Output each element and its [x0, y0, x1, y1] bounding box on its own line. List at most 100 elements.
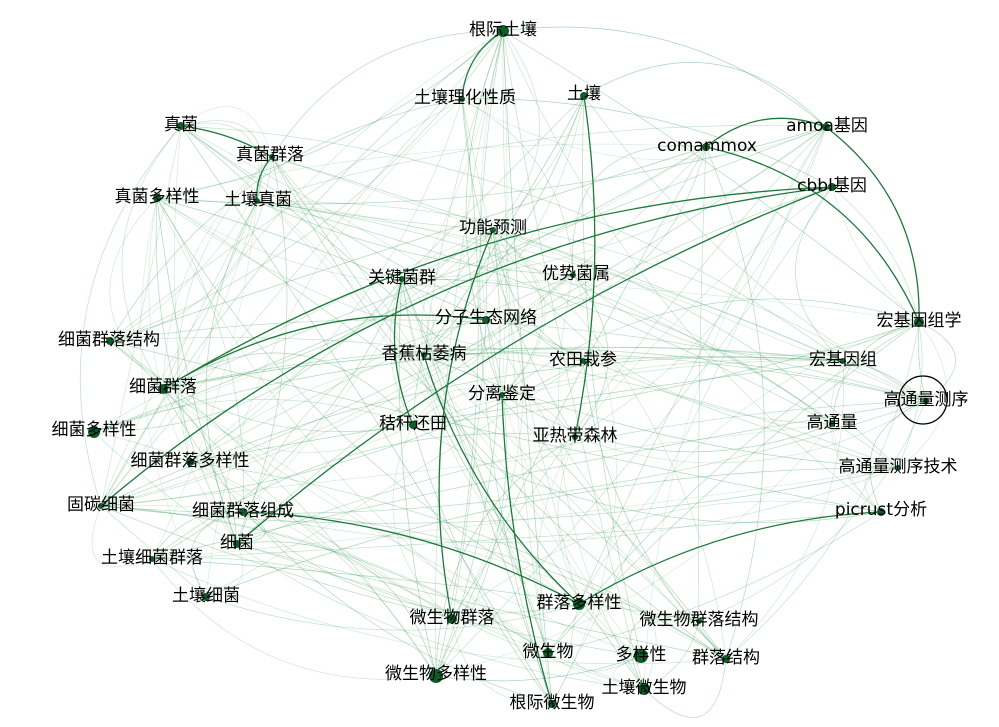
faint-edge [582, 95, 642, 657]
node-community-structure[interactable] [722, 655, 730, 663]
faint-edge [401, 126, 827, 280]
node-metagenome[interactable] [840, 358, 846, 364]
node-carbon-fixing-bacteria[interactable] [98, 503, 104, 509]
faint-edge [93, 431, 437, 677]
node-bacteria[interactable] [233, 540, 241, 548]
node-label-microbial-diversity: 微生物多样性 [385, 664, 487, 684]
node-fungi[interactable] [177, 122, 185, 130]
faint-edge [109, 319, 927, 402]
faint-edge [502, 30, 553, 705]
faint-edge [155, 197, 238, 545]
node-isolation[interactable] [499, 392, 505, 398]
faint-edge [151, 558, 700, 622]
node-microbial-community-structure[interactable] [696, 618, 702, 624]
faint-edge [612, 655, 645, 690]
faint-edge [435, 30, 504, 677]
node-high-throughput-sequencing[interactable] [923, 398, 929, 404]
faint-edge [100, 356, 844, 507]
node-bacterial-diversity[interactable] [88, 426, 100, 438]
faint-edge [582, 360, 727, 660]
faint-edge [151, 557, 453, 620]
faint-edge [256, 200, 899, 469]
faint-edge [917, 321, 927, 402]
node-rhizosphere-microbes[interactable] [548, 700, 556, 708]
faint-edge [174, 125, 191, 463]
faint-edge [547, 321, 920, 654]
faint-edge [547, 321, 920, 654]
node-microbial-diversity[interactable] [429, 669, 443, 683]
faint-edge [162, 388, 645, 690]
faint-edge [189, 461, 727, 660]
node-high-throughput[interactable] [829, 421, 835, 427]
node-bacterial-community-structure[interactable] [106, 337, 114, 345]
faint-edge [180, 125, 727, 660]
node-diversity[interactable] [634, 649, 648, 663]
node-fungal-community[interactable] [269, 154, 275, 160]
node-soil-bacterial-community[interactable] [149, 556, 155, 562]
node-label-bacteria: 细菌 [220, 533, 254, 553]
node-subtropical-forest[interactable] [572, 434, 578, 440]
node-straw-return[interactable] [409, 421, 417, 429]
faint-edge [392, 424, 453, 620]
node-metagenomics[interactable] [914, 317, 924, 327]
strong-edge [578, 511, 882, 605]
node-label-microbial-community-structure: 微生物群落结构 [640, 610, 759, 630]
node-dominant-genera[interactable] [570, 272, 576, 278]
faint-edge [151, 200, 258, 560]
faint-edge [256, 200, 494, 231]
faint-edge [156, 197, 487, 321]
node-label-soil-microbes: 土壤微生物 [602, 677, 687, 698]
node-soil-bacteria[interactable] [202, 593, 210, 601]
faint-edge [574, 126, 827, 438]
faint-edge [189, 461, 453, 620]
faint-edge [180, 125, 645, 690]
faint-edge [412, 389, 576, 438]
node-rhizosphere-soil[interactable] [497, 25, 509, 37]
node-microbes[interactable] [543, 648, 553, 658]
faint-edge [162, 229, 494, 390]
faint-edge [502, 30, 920, 323]
node-soil[interactable] [580, 92, 588, 100]
node-picrust[interactable] [877, 508, 885, 516]
faint-edge [151, 278, 403, 560]
node-molecular-network[interactable] [482, 316, 490, 324]
node-label-soil-fungi: 土壤真菌 [224, 189, 292, 210]
node-function-prediction[interactable] [490, 227, 496, 233]
node-cbbl-gene[interactable] [828, 183, 836, 191]
node-ginseng[interactable] [580, 358, 586, 364]
node-amoa-gene[interactable] [822, 123, 830, 131]
faint-edge [461, 98, 576, 438]
faint-edge [398, 278, 437, 677]
node-layer [88, 25, 948, 708]
node-bacterial-community-diversity[interactable] [186, 458, 194, 466]
node-soil-fungi[interactable] [254, 198, 260, 204]
faint-edge [151, 511, 882, 560]
faint-edge [191, 511, 244, 598]
faint-edge [423, 95, 585, 356]
node-label-carbon-fixing-bacteria: 固碳细菌 [67, 495, 135, 515]
faint-edge [162, 388, 414, 453]
node-label-microbial-community: 微生物群落 [410, 608, 495, 628]
faint-edge [100, 30, 504, 507]
faint-edge [551, 274, 617, 705]
node-label-soil-bacterial-community: 土壤细菌群落 [101, 547, 203, 568]
node-soil-physchem[interactable] [459, 96, 465, 102]
node-comammox[interactable] [702, 143, 710, 151]
node-fungal-diversity[interactable] [153, 194, 161, 202]
faint-edge [864, 467, 899, 513]
faint-edge [256, 125, 827, 202]
node-microbial-community[interactable] [447, 614, 457, 624]
node-soil-microbes[interactable] [638, 683, 650, 695]
node-bacterial-community[interactable] [158, 384, 168, 394]
node-hts-technology[interactable] [895, 465, 901, 471]
node-label-bacterial-community-composition: 细菌群落组成 [192, 501, 294, 521]
node-community-diversity[interactable] [573, 598, 585, 610]
node-bacterial-community-composition[interactable] [239, 508, 247, 516]
faint-edge [551, 126, 827, 705]
node-banana-wilt[interactable] [421, 352, 427, 358]
faint-edge [162, 126, 827, 390]
node-label-dominant-genera: 优势菌属 [542, 264, 610, 284]
node-keystone-taxa[interactable] [399, 276, 405, 282]
faint-edge [189, 461, 645, 690]
faint-edge [205, 98, 463, 598]
